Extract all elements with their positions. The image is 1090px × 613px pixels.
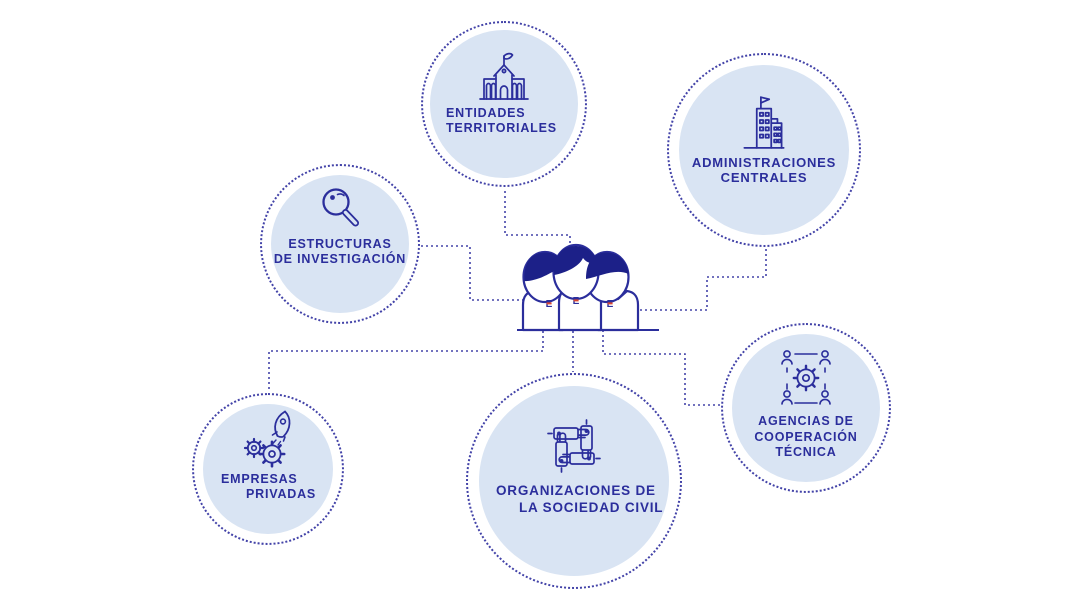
node-estructuras-de-investigacion: ESTRUCTURAS DE INVESTIGACIÓN [260,164,420,324]
node-label: ESTRUCTURAS DE INVESTIGACIÓN [274,237,406,267]
town-hall-icon [476,52,532,102]
label-line: CENTRALES [720,170,808,185]
label-line: PRIVADAS [246,487,317,501]
label-line: DE INVESTIGACIÓN [273,252,407,266]
node-fill: EMPRESAS PRIVADAS [203,404,333,534]
badge-stripe [607,302,613,305]
government-building-icon [735,91,793,151]
label-line: LA SOCIEDAD CIVIL [519,500,664,515]
label-line: ENTIDADES [446,106,526,120]
node-fill: ADMINISTRACIONES CENTRALES [679,65,849,235]
magnifier-icon [314,185,366,233]
joined-hands-icon [542,414,606,478]
node-fill: ORGANIZACIONES DE LA SOCIEDAD CIVIL [479,386,669,576]
connector-estructuras [421,245,526,301]
label-line: ORGANIZACIONES DE [496,483,656,498]
label-line: ESTRUCTURAS [288,237,392,251]
connector-entidades [504,191,571,252]
label-line: ADMINISTRACIONES [691,155,837,170]
gear-people-icon [774,346,838,410]
label-line: TÉCNICA [775,445,837,459]
badge-stripe [573,299,579,302]
badge-letter: E [573,296,580,307]
connector-administraciones [621,249,767,311]
label-line: TERRITORIALES [446,121,557,135]
node-empresas-privadas: EMPRESAS PRIVADAS [192,393,344,545]
badge-letter: E [607,299,614,310]
team-people-icon: E E E [517,243,659,332]
label-line: AGENCIAS DE [758,414,854,428]
connector-empresas [268,331,544,392]
connector-agencias [602,330,721,406]
node-label: ENTIDADES TERRITORIALES [446,106,557,136]
badge-stripe [546,302,552,305]
node-organizaciones-sociedad-civil: ORGANIZACIONES DE LA SOCIEDAD CIVIL [466,373,682,589]
node-administraciones-centrales: ADMINISTRACIONES CENTRALES [667,53,861,247]
node-fill: AGENCIAS DE COOPERACIÓN TÉCNICA [732,334,880,482]
badge-letter: E [546,299,553,310]
node-label: AGENCIAS DE COOPERACIÓN TÉCNICA [754,414,857,461]
node-agencias-cooperacion-tecnica: AGENCIAS DE COOPERACIÓN TÉCNICA [721,323,891,493]
node-label: EMPRESAS PRIVADAS [221,472,316,502]
node-fill: ESTRUCTURAS DE INVESTIGACIÓN [271,175,409,313]
node-entidades-territoriales: ENTIDADES TERRITORIALES [421,21,587,187]
rocket-gears-icon [239,408,297,470]
node-fill: ENTIDADES TERRITORIALES [430,30,578,178]
label-line: EMPRESAS [221,472,298,486]
node-label: ADMINISTRACIONES CENTRALES [692,155,836,185]
label-line: COOPERACIÓN [754,429,858,444]
node-label: ORGANIZACIONES DE LA SOCIEDAD CIVIL [496,482,663,516]
